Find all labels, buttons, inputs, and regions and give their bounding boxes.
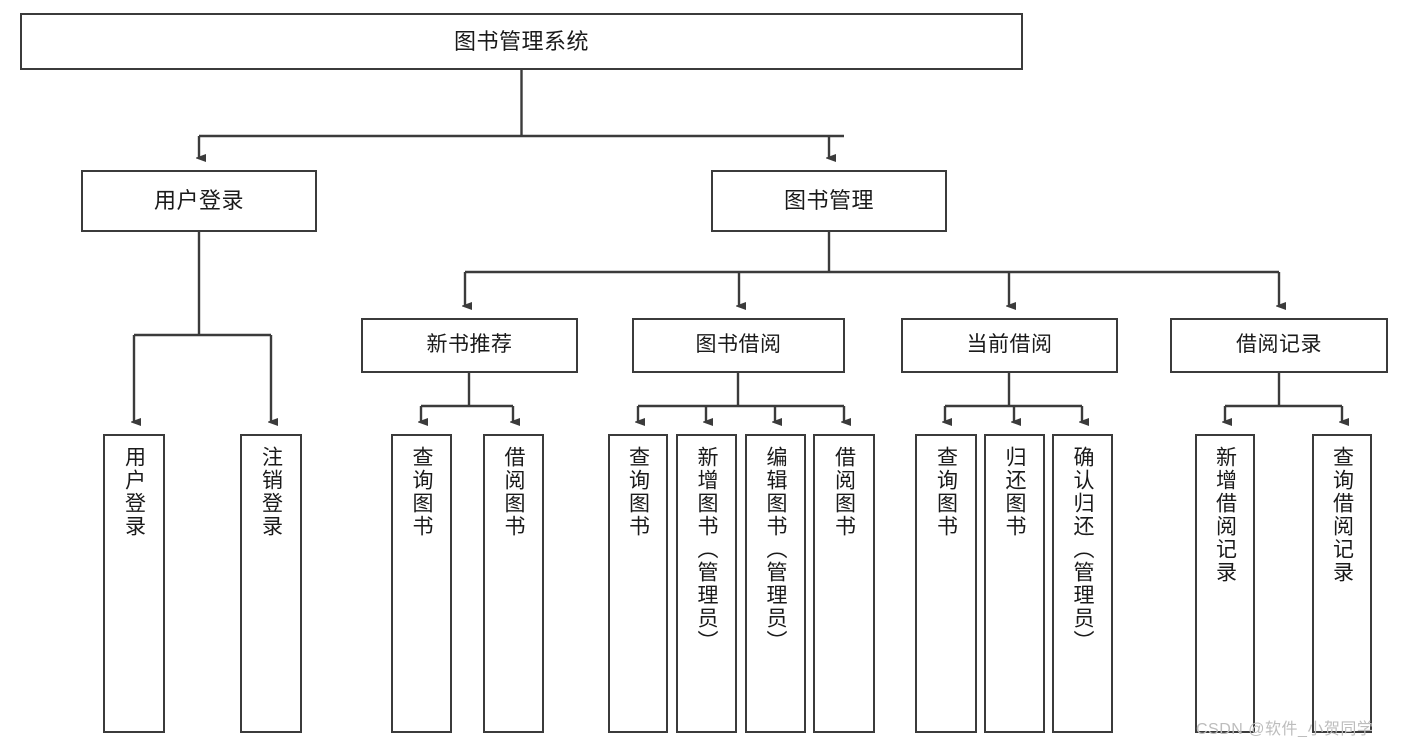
node-current-borrow-label: 当前借阅 — [966, 333, 1053, 357]
leaf-confirm-return-admin-label: 确认归还（管理员） — [1071, 446, 1094, 653]
node-book-management[interactable]: 图书管理 — [711, 170, 947, 232]
leaf-edit-book-admin[interactable]: 编辑图书（管理员） — [745, 434, 806, 733]
leaf-query-book-2-label: 查询图书 — [626, 446, 650, 538]
node-borrow-record[interactable]: 借阅记录 — [1170, 318, 1388, 373]
leaf-add-borrow-record-label: 新增借阅记录 — [1213, 446, 1237, 584]
leaf-return-book-label: 归还图书 — [1003, 446, 1026, 538]
node-borrow-record-label: 借阅记录 — [1236, 333, 1322, 357]
node-current-borrow[interactable]: 当前借阅 — [901, 318, 1118, 373]
leaf-return-book[interactable]: 归还图书 — [984, 434, 1045, 733]
node-new-book-recommend-label: 新书推荐 — [426, 333, 513, 357]
node-book-borrow-label: 图书借阅 — [695, 333, 782, 357]
leaf-query-book-3[interactable]: 查询图书 — [915, 434, 977, 733]
leaf-user-login-label: 用户登录 — [122, 446, 146, 538]
leaf-confirm-return-admin[interactable]: 确认归还（管理员） — [1052, 434, 1113, 733]
leaf-query-book-2[interactable]: 查询图书 — [608, 434, 668, 733]
leaf-borrow-book-2-label: 借阅图书 — [832, 446, 856, 538]
leaf-add-book-admin-label: 新增图书（管理员） — [695, 446, 718, 653]
leaf-borrow-book-2[interactable]: 借阅图书 — [813, 434, 875, 733]
leaf-query-book-1-label: 查询图书 — [410, 446, 433, 538]
node-book-management-label: 图书管理 — [783, 188, 874, 214]
node-user-login[interactable]: 用户登录 — [81, 170, 317, 232]
leaf-logout[interactable]: 注销登录 — [240, 434, 302, 733]
leaf-edit-book-admin-label: 编辑图书（管理员） — [764, 446, 787, 653]
leaf-borrow-book-1[interactable]: 借阅图书 — [483, 434, 544, 733]
leaf-user-login[interactable]: 用户登录 — [103, 434, 165, 733]
watermark: CSDN @软件_小贺同学 — [1196, 721, 1374, 738]
node-root-label: 图书管理系统 — [453, 28, 589, 54]
leaf-query-borrow-record-label: 查询借阅记录 — [1330, 446, 1354, 584]
node-root[interactable]: 图书管理系统 — [20, 13, 1023, 70]
leaf-query-borrow-record[interactable]: 查询借阅记录 — [1312, 434, 1372, 733]
leaf-add-book-admin[interactable]: 新增图书（管理员） — [676, 434, 737, 733]
node-new-book-recommend[interactable]: 新书推荐 — [361, 318, 578, 373]
leaf-query-book-1[interactable]: 查询图书 — [391, 434, 452, 733]
leaf-borrow-book-1-label: 借阅图书 — [502, 446, 525, 538]
leaf-query-book-3-label: 查询图书 — [934, 446, 958, 538]
node-book-borrow[interactable]: 图书借阅 — [632, 318, 845, 373]
node-user-login-label: 用户登录 — [153, 188, 244, 214]
leaf-logout-label: 注销登录 — [259, 446, 283, 538]
leaf-add-borrow-record[interactable]: 新增借阅记录 — [1195, 434, 1255, 733]
connectors — [134, 70, 1342, 422]
